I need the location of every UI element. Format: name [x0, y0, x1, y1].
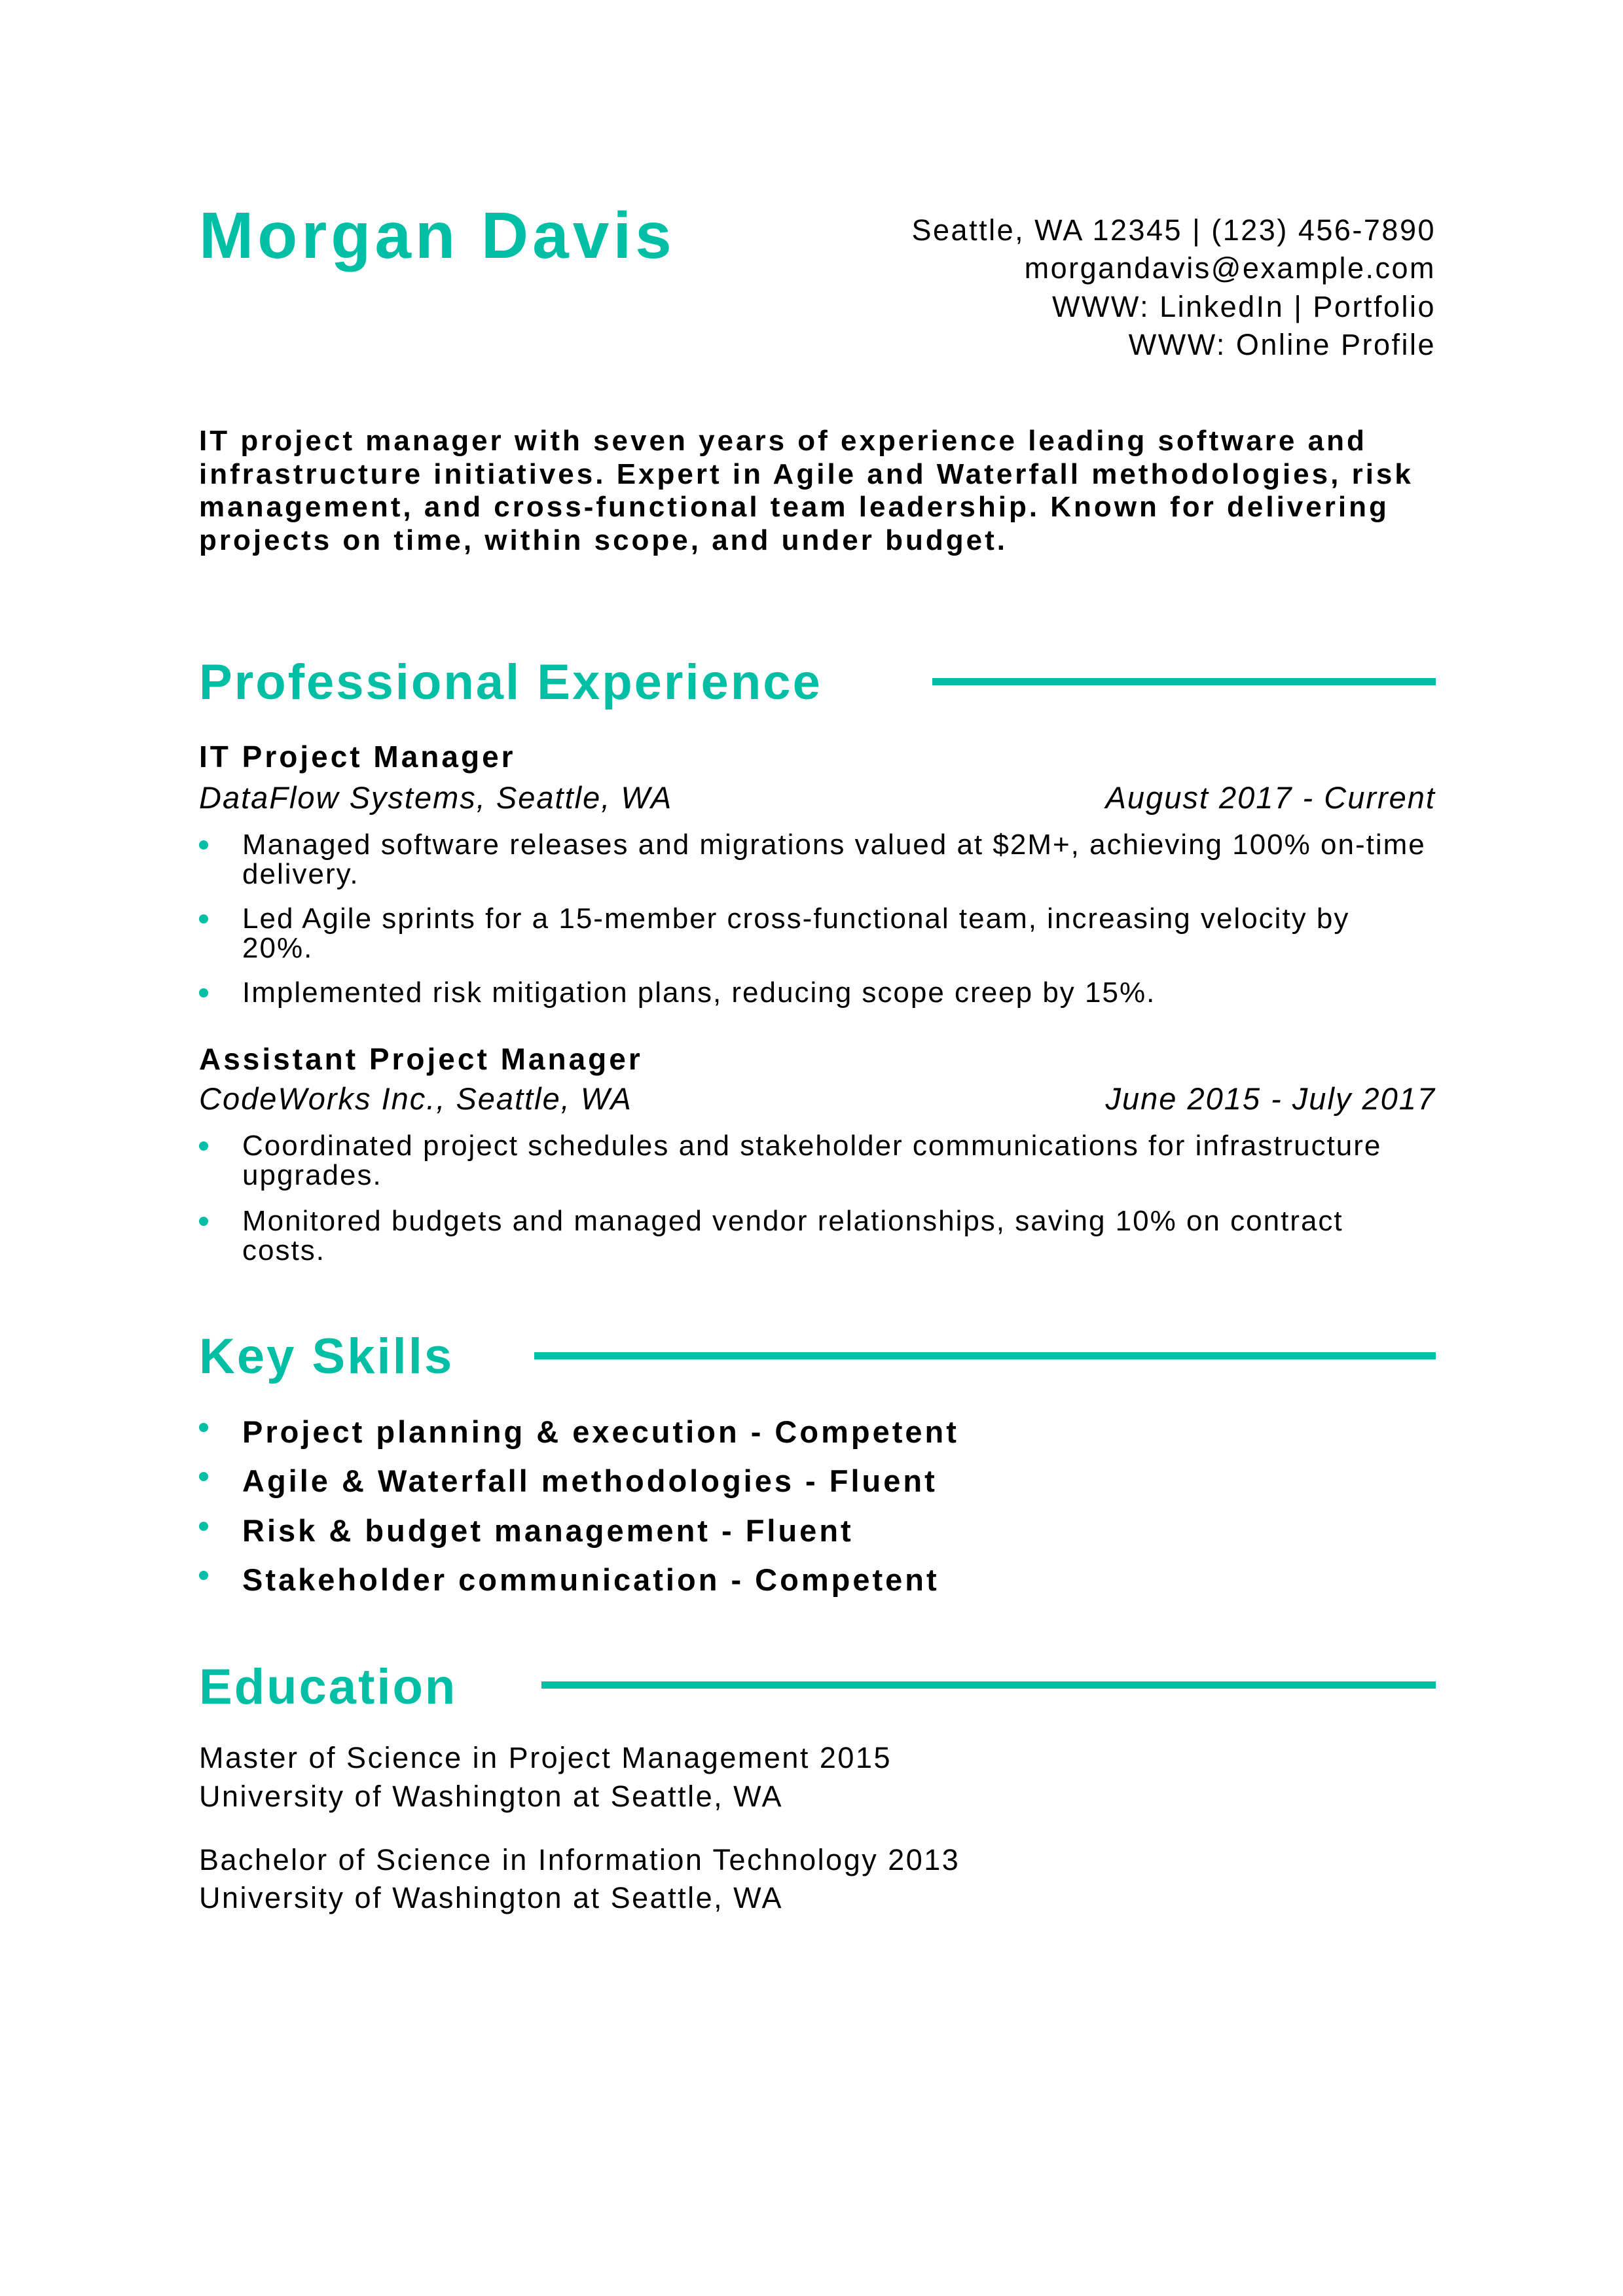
bullet-text: Implemented risk mitigation plans, reduc…	[242, 977, 1156, 1009]
bullet-dot-icon	[199, 1423, 208, 1432]
job-bullet: Implemented risk mitigation plans, reduc…	[199, 977, 1427, 1009]
education-school: University of Washington at Seattle, WA	[199, 1780, 783, 1813]
section-heading-experience: Professional Experience	[199, 655, 822, 710]
contact-location-phone: Seattle, WA 12345 | (123) 456-7890	[911, 213, 1436, 247]
job-bullet: Managed software releases and migrations…	[199, 829, 1427, 890]
skill-item: Stakeholder communication - Competent	[199, 1560, 939, 1600]
section-divider	[541, 1681, 1436, 1689]
bullet-dot-icon	[199, 914, 208, 924]
job-bullet: Coordinated project schedules and stakeh…	[199, 1130, 1427, 1191]
bullet-dot-icon	[199, 988, 208, 997]
bullet-dot-icon	[199, 1217, 208, 1226]
job-bullet: Monitored budgets and managed vendor rel…	[199, 1205, 1427, 1266]
bullet-text: Managed software releases and migrations…	[242, 829, 1426, 890]
job-dates: August 2017 - Current	[1105, 780, 1436, 815]
skill-item: Project planning & execution - Competent	[199, 1412, 959, 1452]
job-bullet: Led Agile sprints for a 15-member cross-…	[199, 903, 1427, 964]
contact-email[interactable]: morgandavis@example.com	[1024, 251, 1436, 285]
section-heading-skills: Key Skills	[199, 1329, 454, 1384]
bullet-dot-icon	[199, 1141, 208, 1151]
bullet-text: Monitored budgets and managed vendor rel…	[242, 1205, 1343, 1266]
contact-online-profile[interactable]: WWW: Online Profile	[1128, 328, 1436, 361]
professional-summary: IT project manager with seven years of e…	[199, 425, 1413, 557]
job-title: Assistant Project Manager	[199, 1042, 643, 1076]
bullet-dot-icon	[199, 840, 208, 850]
section-divider	[932, 678, 1436, 685]
section-heading-education: Education	[199, 1659, 458, 1715]
job-company: CodeWorks Inc., Seattle, WA	[199, 1081, 632, 1116]
education-school: University of Washington at Seattle, WA	[199, 1881, 783, 1914]
skill-item: Risk & budget management - Fluent	[199, 1511, 854, 1551]
bullet-dot-icon	[199, 1571, 208, 1580]
job-dates: June 2015 - July 2017	[1105, 1081, 1436, 1116]
bullet-text: Led Agile sprints for a 15-member cross-…	[242, 903, 1350, 964]
job-company: DataFlow Systems, Seattle, WA	[199, 780, 673, 815]
skill-text: Project planning & execution - Competent	[242, 1414, 959, 1449]
education-degree: Bachelor of Science in Information Techn…	[199, 1843, 960, 1876]
skill-item: Agile & Waterfall methodologies - Fluent	[199, 1462, 938, 1501]
section-divider	[534, 1352, 1436, 1359]
bullet-dot-icon	[199, 1472, 208, 1481]
bullet-dot-icon	[199, 1522, 208, 1531]
education-degree: Master of Science in Project Management …	[199, 1741, 892, 1774]
skill-text: Agile & Waterfall methodologies - Fluent	[242, 1463, 938, 1498]
job-title: IT Project Manager	[199, 740, 516, 774]
bullet-text: Coordinated project schedules and stakeh…	[242, 1130, 1382, 1191]
skill-text: Stakeholder communication - Competent	[242, 1562, 939, 1597]
skill-text: Risk & budget management - Fluent	[242, 1513, 854, 1548]
contact-links[interactable]: WWW: LinkedIn | Portfolio	[1051, 290, 1436, 323]
candidate-name: Morgan Davis	[199, 199, 676, 272]
